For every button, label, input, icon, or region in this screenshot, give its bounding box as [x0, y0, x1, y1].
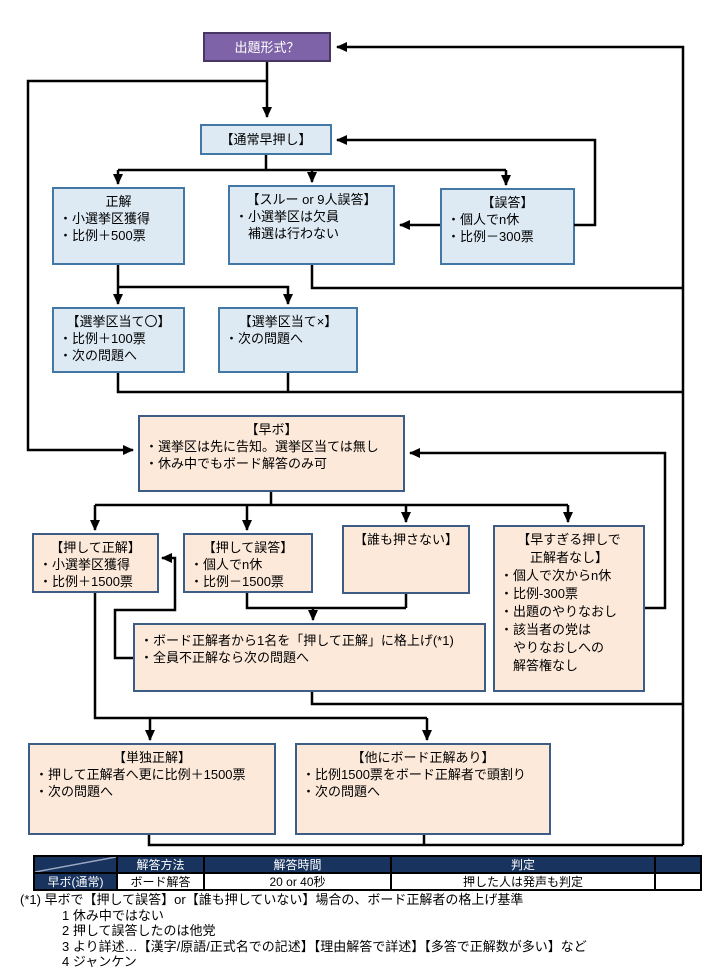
node-push-wrong-line: ・比例－1500票: [190, 574, 284, 589]
node-wrong-line: ・個人でn休: [447, 212, 520, 227]
footnote-item: 2 押して誤答したのは他党: [62, 923, 216, 938]
node-question-format: 出題形式？: [203, 32, 331, 62]
node-correct-line: ・小選挙区獲得: [59, 211, 151, 226]
node-other-board-correct-line: ・次の問題へ: [302, 784, 381, 799]
node-too-early-line: ・該当者の党は: [500, 622, 592, 637]
node-push-correct-line: ・比例＋1500票: [39, 574, 133, 589]
node-too-early-line: やりなおしへの: [500, 640, 605, 655]
footnote-heading: (*1) 早ボで【押して誤答】or【誰も押していない】場合の、ボード正解者の格上…: [20, 892, 524, 907]
table-header-judgement: 判定: [391, 856, 655, 873]
node-other-board-correct-line: ・比例1500票をボード正解者で頭割り: [302, 767, 526, 782]
node-push-correct-title: 【押して正解】: [50, 540, 141, 555]
node-thru-line: 補選は行わない: [235, 226, 340, 241]
node-normal-buzzer: 【通常早押し】: [200, 124, 332, 155]
node-wrong-line: ・比例－300票: [447, 229, 534, 244]
node-district-wrong: 【選挙区当て×】 ・次の問題へ: [218, 307, 358, 373]
node-too-early-line: ・出題のやりなおし: [500, 604, 618, 619]
node-promote: ・ボード正解者から1名を「押して正解」に格上げ(*1) ・全員不正解なら次の問題…: [133, 623, 486, 692]
node-thru-line: ・小選挙区は欠員: [235, 209, 340, 224]
node-too-early-title: 【早すぎる押しで 正解者なし】: [517, 532, 621, 565]
node-other-board-correct: 【他にボード正解あり】 ・比例1500票をボード正解者で頭割り ・次の問題へ: [295, 743, 551, 835]
node-push-wrong-title: 【押して誤答】: [202, 540, 294, 555]
node-thru-title: 【スルー or 9人誤答】: [246, 192, 377, 207]
table-value-answer-method: ボード解答: [117, 873, 204, 890]
node-too-early-line: 解答権なし: [500, 658, 579, 673]
table-header-answer-time: 解答時間: [204, 856, 391, 873]
footnote-item: 1 休み中ではない: [62, 907, 164, 923]
node-district-wrong-title: 【選挙区当て×】: [238, 314, 338, 329]
table-row-label: 早ボ(通常): [34, 873, 117, 890]
node-solo-correct: 【単独正解】 ・押して正解者へ更に比例＋1500票 ・次の問題へ: [28, 743, 276, 835]
node-push-wrong: 【押して誤答】 ・個人でn休 ・比例－1500票: [183, 533, 313, 593]
node-too-early-line: ・比例-300票: [500, 586, 579, 601]
footnote-item: 3 より詳述…【漢字/原語/正式名での記述】【理由解答で詳述】【多答で正解数が多…: [62, 938, 587, 954]
node-question-format-label: 出題形式？: [234, 39, 300, 55]
table-header-answer-method: 解答方法: [117, 856, 204, 873]
table-corner-cell: [34, 856, 117, 873]
node-solo-correct-line: ・次の問題へ: [35, 784, 114, 799]
rules-table: 解答方法 解答時間 判定 早ボ(通常) ボード解答 20 or 40秒 押した人…: [33, 855, 702, 891]
node-wrong-title: 【誤答】: [481, 195, 534, 210]
node-hayabo: 【早ボ】 ・選挙区は先に告知。選挙区当ては無し ・休み中でもボード解答のみ可: [138, 415, 405, 492]
node-correct-title: 正解: [105, 194, 132, 209]
node-other-board-correct-title: 【他にボード正解あり】: [351, 750, 495, 765]
node-solo-correct-title: 【単独正解】: [112, 750, 191, 765]
node-push-wrong-line: ・個人でn休: [190, 557, 263, 572]
node-hayabo-line: ・休み中でもボード解答のみ可: [145, 456, 328, 471]
table-value-spacer: [655, 873, 701, 890]
node-too-early-line: ・個人で次からn休: [500, 568, 612, 583]
node-push-correct-line: ・小選挙区獲得: [39, 557, 131, 572]
node-correct-line: ・比例＋500票: [59, 228, 146, 243]
node-district-correct-line: ・次の問題へ: [59, 348, 138, 363]
node-correct: 正解 ・小選挙区獲得 ・比例＋500票: [52, 187, 185, 265]
node-district-correct: 【選挙区当て〇】 ・比例＋100票 ・次の問題へ: [52, 307, 185, 373]
footnote-item: 4 ジャンケン: [62, 954, 137, 969]
table-header-spacer: [655, 856, 701, 873]
node-promote-line: ・ボード正解者から1名を「押して正解」に格上げ(*1): [140, 633, 454, 648]
node-thru: 【スルー or 9人誤答】 ・小選挙区は欠員 補選は行わない: [228, 185, 395, 265]
node-normal-buzzer-label: 【通常早押し】: [220, 132, 312, 147]
node-hayabo-line: ・選挙区は先に告知。選挙区当ては無し: [145, 439, 379, 454]
table-value-judgement: 押した人は発声も判定: [391, 873, 655, 890]
footnotes: (*1) 早ボで【押して誤答】or【誰も押していない】場合の、ボード正解者の格上…: [20, 892, 587, 970]
table-value-answer-time: 20 or 40秒: [204, 873, 391, 890]
node-district-correct-line: ・比例＋100票: [59, 331, 146, 346]
node-hayabo-title: 【早ボ】: [245, 422, 298, 437]
node-nobody-title: 【誰も押さない】: [353, 532, 458, 547]
node-push-correct: 【押して正解】 ・小選挙区獲得 ・比例＋1500票: [32, 533, 159, 593]
node-district-correct-title: 【選挙区当て〇】: [66, 314, 171, 329]
node-wrong: 【誤答】 ・個人でn休 ・比例－300票: [440, 188, 575, 265]
node-promote-line: ・全員不正解なら次の問題へ: [140, 650, 310, 665]
node-nobody: 【誰も押さない】: [342, 525, 470, 594]
node-solo-correct-line: ・押して正解者へ更に比例＋1500票: [35, 767, 246, 782]
node-district-wrong-line: ・次の問題へ: [225, 331, 304, 346]
node-too-early: 【早すぎる押しで 正解者なし】 ・個人で次からn休 ・比例-300票 ・出題のや…: [493, 525, 645, 692]
